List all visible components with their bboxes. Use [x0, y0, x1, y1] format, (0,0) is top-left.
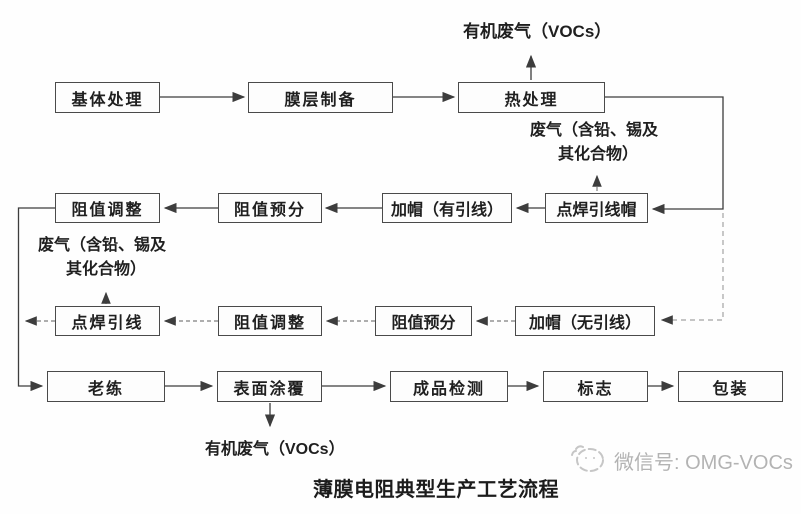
node-label: 基体处理 — [71, 91, 144, 109]
diagram-title: 薄膜电阻典型生产工艺流程 — [313, 479, 559, 501]
connector-adjust-top-to-aging — [17, 207, 55, 392]
node-label: 成品检测 — [412, 380, 485, 398]
annotation-waste-gas-right: 废气（含铅、锡及 其化合物） — [530, 119, 658, 167]
node-resistance-presort-top: 阻值预分 — [218, 193, 322, 223]
watermark-wechat-id: 微信号: OMG-VOCs — [614, 452, 793, 474]
annotation-vocs-top: 有机废气（VOCs） — [463, 20, 611, 44]
connector-heat-to-leadcap — [605, 96, 724, 215]
annotation-line1: 废气（含铅、锡及 — [38, 237, 167, 254]
annotation-line2: 其化合物） — [66, 261, 147, 278]
node-resistance-adjust-mid: 阻值调整 — [218, 306, 322, 336]
node-label: 表面涂覆 — [233, 380, 306, 398]
node-label: 加帽（无引线） — [528, 315, 641, 332]
node-label: 标志 — [577, 380, 614, 398]
node-resistance-presort-mid: 阻值预分 — [375, 306, 472, 336]
node-spot-weld-leads: 点焊引线 — [55, 306, 160, 336]
node-resistance-adjust-top: 阻值调整 — [55, 193, 160, 223]
annotation-line2: 其化合物） — [558, 146, 639, 163]
node-final-inspection: 成品检测 — [390, 371, 508, 402]
annotation-vocs-bottom: 有机废气（VOCs） — [205, 438, 345, 462]
node-label: 阻值调整 — [233, 315, 306, 332]
node-substrate-treatment: 基体处理 — [55, 82, 160, 113]
node-capping-with-leads: 加帽（有引线） — [382, 193, 512, 223]
node-heat-treatment: 热处理 — [458, 82, 605, 113]
node-label: 阻值调整 — [71, 202, 144, 219]
node-packaging: 包装 — [678, 371, 783, 402]
node-label: 加帽（有引线） — [390, 202, 503, 219]
annotation-waste-gas-left: 废气（含铅、锡及 其化合物） — [38, 234, 166, 282]
node-label: 阻值预分 — [233, 202, 306, 219]
annotation-text: 有机废气（VOCs） — [205, 441, 345, 458]
node-label: 包装 — [712, 380, 749, 398]
node-aging: 老练 — [47, 371, 165, 402]
annotation-line1: 废气（含铅、锡及 — [530, 122, 659, 139]
node-label: 老练 — [87, 380, 124, 398]
node-label: 点焊引线帽 — [556, 202, 637, 219]
node-spot-weld-lead-cap: 点焊引线帽 — [545, 193, 648, 223]
node-label: 阻值预分 — [391, 315, 456, 332]
annotation-text: 有机废气（VOCs） — [463, 22, 612, 41]
node-label: 点焊引线 — [71, 315, 144, 332]
node-capping-without-leads: 加帽（无引线） — [515, 306, 655, 336]
node-label: 膜层制备 — [284, 91, 357, 109]
node-surface-coating: 表面涂覆 — [217, 371, 322, 402]
omg-logo-icon — [571, 445, 604, 472]
node-label: 热处理 — [504, 91, 559, 109]
connector-heat-to-capwithout — [660, 213, 724, 325]
node-marking: 标志 — [543, 371, 648, 402]
node-film-preparation: 膜层制备 — [248, 82, 393, 113]
